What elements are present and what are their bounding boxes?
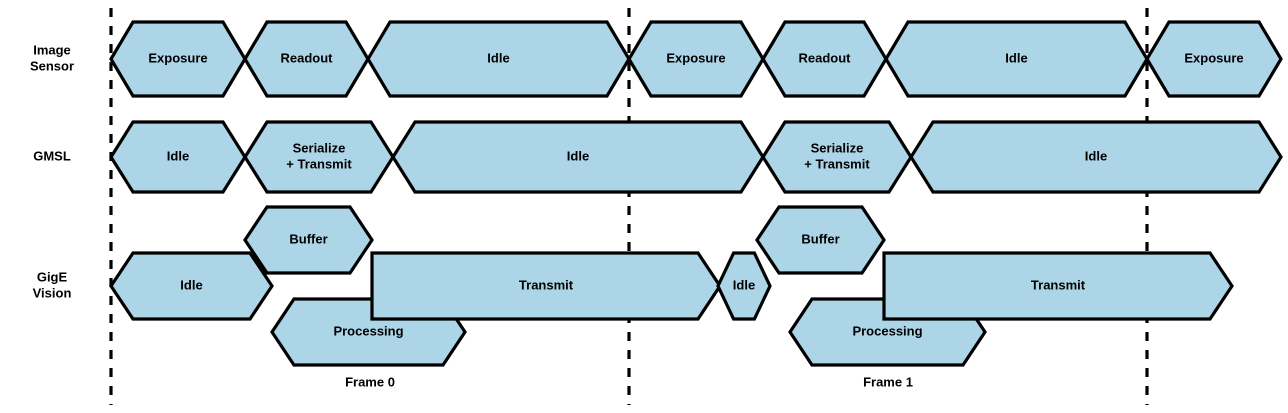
row-label-image-sensor: Image	[33, 42, 71, 57]
timeline-block[interactable]: Serialize+ Transmit	[243, 120, 395, 194]
block-shape	[1145, 20, 1283, 98]
block-label: Serialize	[811, 140, 864, 155]
row-label-gige-vision: GigE	[37, 269, 68, 284]
row-label-gmsl: GMSL	[33, 148, 71, 163]
block-label: Idle	[1085, 148, 1107, 163]
block-label: Exposure	[666, 50, 725, 65]
block-label: Processing	[852, 323, 922, 338]
block-label: Transmit	[1031, 277, 1086, 292]
timeline-block[interactable]: Idle	[391, 120, 765, 194]
frame-marker-lines	[109, 8, 1149, 405]
timeline-block[interactable]: Buffer	[243, 205, 374, 275]
block-shape	[109, 251, 274, 321]
timeline-block[interactable]: Exposure	[1145, 20, 1283, 98]
block-shape	[366, 20, 631, 98]
block-shape	[370, 251, 722, 321]
block-label: Exposure	[148, 50, 207, 65]
block-label: Transmit	[519, 277, 574, 292]
frame-label: Frame 1	[863, 374, 913, 389]
block-shape	[882, 251, 1234, 321]
timeline-block[interactable]: Transmit	[370, 251, 722, 321]
block-label: Idle	[180, 277, 202, 292]
block-shape	[391, 120, 765, 194]
timeline-block[interactable]: Transmit	[882, 251, 1234, 321]
frame-labels: Frame 0 Frame 1	[345, 374, 913, 389]
block-label: Readout	[281, 50, 334, 65]
timeline-block[interactable]: Idle	[109, 251, 274, 321]
timeline-block[interactable]: Idle	[716, 251, 772, 321]
block-label: + Transmit	[286, 156, 352, 171]
timeline-block[interactable]: Serialize+ Transmit	[761, 120, 913, 194]
timeline-block[interactable]: Exposure	[109, 20, 247, 98]
timeline-block[interactable]: Idle	[109, 120, 247, 194]
timeline-block[interactable]: Idle	[909, 120, 1283, 194]
block-label: Idle	[733, 277, 755, 292]
block-shape	[243, 20, 370, 98]
block-shape	[243, 120, 395, 194]
timeline-block[interactable]: Exposure	[627, 20, 765, 98]
block-label: Buffer	[289, 231, 327, 246]
frame-label: Frame 0	[345, 374, 395, 389]
block-shape	[909, 120, 1283, 194]
row-label-image-sensor: Sensor	[30, 58, 74, 73]
block-shape	[755, 205, 886, 275]
block-shape	[243, 205, 374, 275]
block-label: Exposure	[1184, 50, 1243, 65]
block-shape	[627, 20, 765, 98]
block-label: Idle	[1005, 50, 1027, 65]
block-label: Processing	[333, 323, 403, 338]
block-shape	[109, 20, 247, 98]
timeline-block[interactable]: Idle	[884, 20, 1149, 98]
timeline-block[interactable]: Readout	[761, 20, 888, 98]
block-label: Idle	[487, 50, 509, 65]
row-label-gige-vision: Vision	[33, 285, 72, 300]
block-label: Buffer	[801, 231, 839, 246]
block-label: + Transmit	[804, 156, 870, 171]
block-shape	[109, 120, 247, 194]
block-label: Idle	[567, 148, 589, 163]
block-label: Idle	[167, 148, 189, 163]
timeline-block[interactable]: Idle	[366, 20, 631, 98]
block-shape	[761, 120, 913, 194]
block-shape	[716, 251, 772, 321]
block-shape	[884, 20, 1149, 98]
timeline-block[interactable]: Readout	[243, 20, 370, 98]
block-label: Serialize	[293, 140, 346, 155]
timeline-block[interactable]: Buffer	[755, 205, 886, 275]
block-label: Readout	[799, 50, 852, 65]
block-shape	[761, 20, 888, 98]
